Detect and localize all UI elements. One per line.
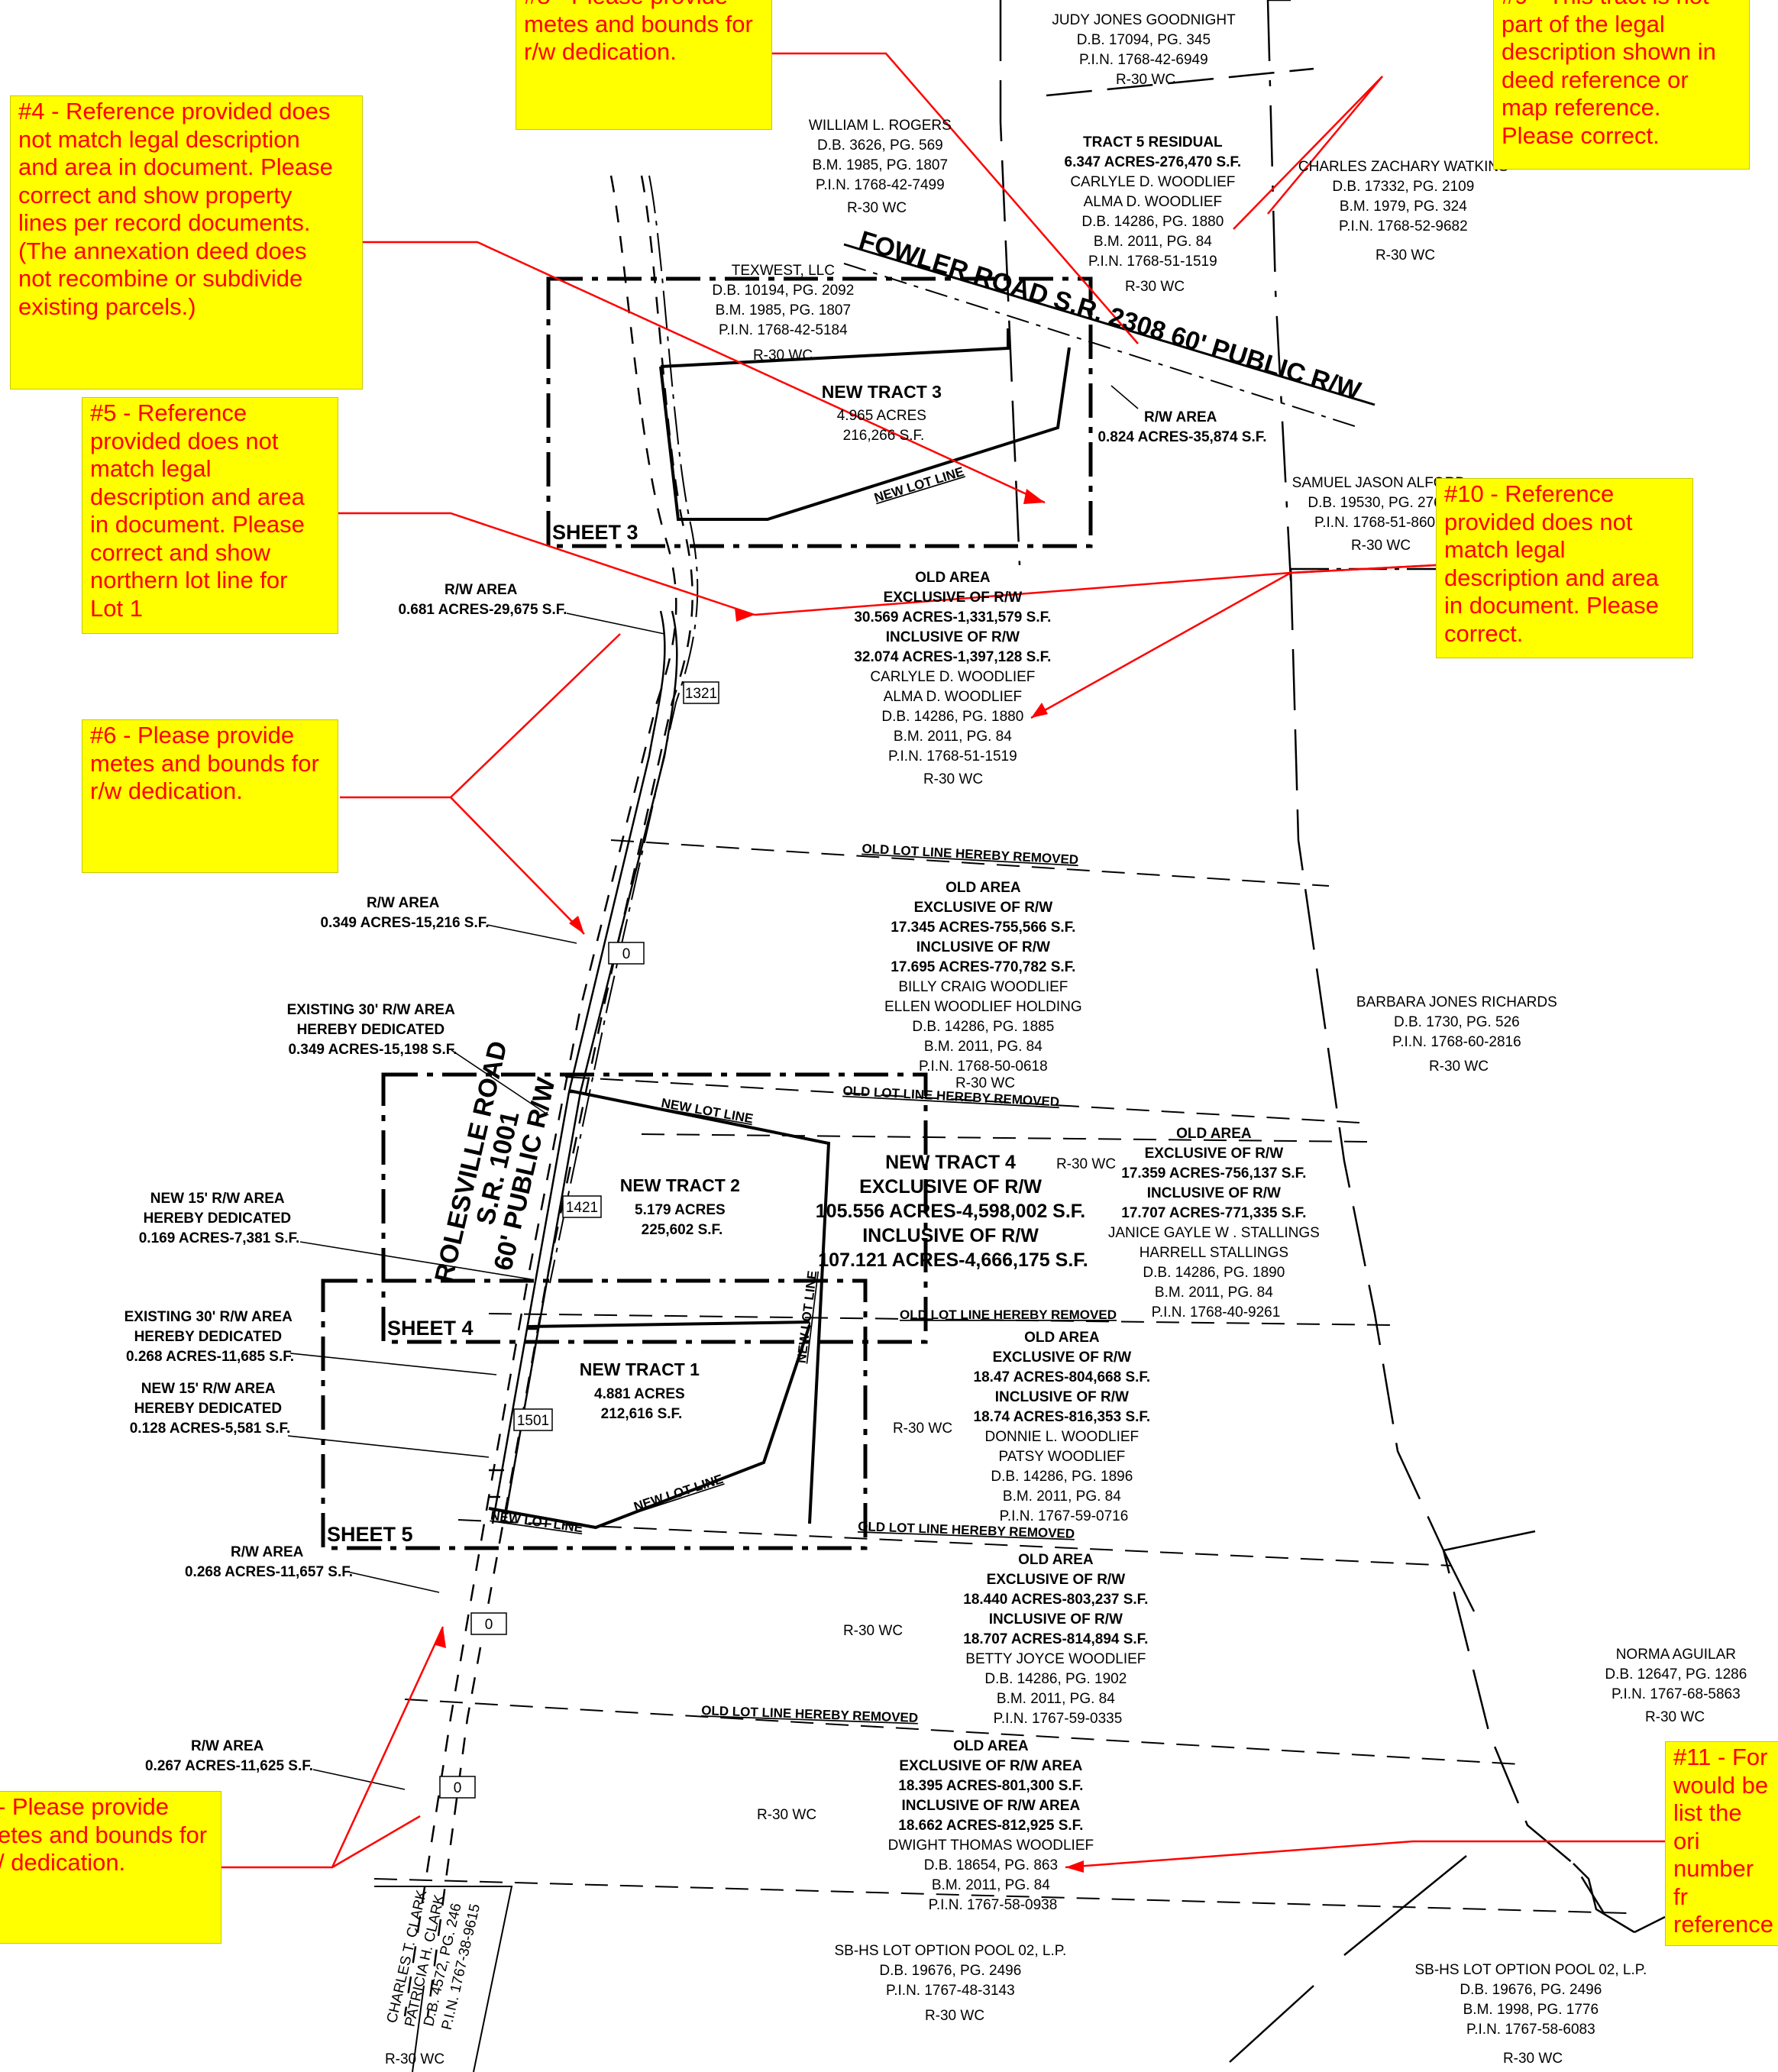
route-number-boxes [439,681,719,1799]
route-box-0-b: 0 [485,1617,493,1633]
rw-area-3: R/W AREA 0.268 ACRES-11,657 S.F. [185,1544,353,1580]
old-area-woodlief-4: OLD AREA EXCLUSIVE OF R/W 18.47 ACRES-80… [974,1330,1155,1524]
area-5-zoning: R-30 WC [843,1623,903,1639]
clark-zoning: R-30 WC [385,2051,444,2067]
fowler-road-lines [843,67,1376,428]
new-lot-line-label: NEW LOT LINE [490,1508,584,1536]
sheet-4-label: SHEET 4 [387,1317,474,1340]
owner-texwest: TEXWEST, LLC D.B. 10194, PG. 2092 B.M. 1… [712,263,858,364]
new-tract-4: NEW TRACT 4 EXCLUSIVE OF R/W 105.556 ACR… [816,1152,1091,1271]
sheet-5-label: SHEET 5 [327,1523,413,1546]
new-lot-line-label: NEW LOT LINE [632,1472,725,1514]
owner-samuel-alford: SAMUEL JASON ALFORD D.B. 19530, PG. 2760… [1292,475,1470,554]
east-boundary-lines [999,0,1666,2063]
new-15-rw-area-1: NEW 15' R/W AREA HEREBY DEDICATED 0.169 … [139,1191,300,1246]
sheet-boxes [321,276,1093,1550]
owner-norma-aguilar: NORMA AGUILAR D.B. 12647, PG. 1286 P.I.N… [1605,1647,1751,1725]
review-note-4: #4 - Reference provided does not match l… [10,95,363,390]
fowler-road-label: FOWLER ROAD S.R. 2308 60' PUBLIC R/W [855,225,1364,406]
old-area-woodlief-6: OLD AREA EXCLUSIVE OF R/W AREA 18.395 AC… [888,1738,1098,1913]
review-note-11: #11 - For would be list the ori number f… [1665,1741,1778,1946]
old-area-woodlief-5: OLD AREA EXCLUSIVE OF R/W 18.440 ACRES-8… [963,1552,1152,1727]
existing-rw-area-2: EXISTING 30' R/W AREA HEREBY DEDICATED 0… [124,1309,296,1365]
old-lot-line-removed-label: OLD LOT LINE HEREBY REMOVED [842,1084,1060,1110]
route-box-1501: 1501 [517,1413,549,1429]
sheet-3-label: SHEET 3 [552,521,638,544]
new-lot-line-label: NEW LOT LINE [660,1096,754,1127]
new-tract-1: NEW TRACT 1 4.881 ACRES 212,616 S.F. [580,1359,703,1422]
area-6-zoning: R-30 WC [757,1807,816,1823]
fowler-rw-area: R/W AREA 0.824 ACRES-35,874 S.F. [1098,409,1266,445]
rolesville-road-lines [403,175,699,2017]
owner-william-rogers: WILLIAM L. ROGERS D.B. 3626, PG. 569 B.M… [809,118,955,216]
old-lot-line-removed-label: OLD LOT LINE HEREBY REMOVED [701,1703,918,1725]
new-tract-2: NEW TRACT 2 5.179 ACRES 225,602 S.F. [620,1175,744,1238]
review-note-7: - Please provide etes and bounds for / d… [0,1791,221,1944]
route-box-1321: 1321 [685,686,717,702]
tract-5-residual: TRACT 5 RESIDUAL 6.347 ACRES-276,470 S.F… [1065,134,1246,295]
clark-parcel-lines [374,1886,513,2072]
old-lot-line-removed-label: OLD LOT LINE HEREBY REMOVED [900,1308,1117,1322]
review-note-9: #9 - This tract is not part of the legal… [1493,0,1750,170]
tract-1-zoning: R-30 WC [893,1421,952,1437]
old-area-woodlief-1: OLD AREA EXCLUSIVE OF R/W 30.569 ACRES-1… [854,570,1055,787]
review-note-10: #10 - Reference provided does not match … [1436,478,1693,658]
leader-lines [287,385,1139,1790]
new-lot-line-label: NEW LOT LINE [794,1270,820,1364]
owner-sbhs-2: SB-HS LOT OPTION POOL 02, L.P. D.B. 1967… [1414,1962,1650,2067]
tract-4-zoning: R-30 WC [1056,1156,1116,1172]
new-tract-boundaries [488,328,1071,1530]
review-note-5: #5 - Reference provided does not match l… [82,397,338,634]
new-tract-3: NEW TRACT 3 4.965 ACRES 216,266 S.F. [822,382,946,444]
new-15-rw-area-2: NEW 15' R/W AREA HEREBY DEDICATED 0.128 … [130,1381,291,1437]
owner-judy-goodnight: JUDY JONES GOODNIGHT D.B. 17094, PG. 345… [1052,12,1239,88]
review-arrows [221,52,1665,1869]
old-area-stallings: OLD AREA EXCLUSIVE OF R/W 17.359 ACRES-7… [1108,1126,1324,1320]
owner-charles-watkins: CHARLES ZACHARY WATKINS D.B. 17332, PG. … [1298,159,1512,263]
review-note-8: #8 - Please provide metes and bounds for… [516,0,772,130]
old-area-woodlief-2: OLD AREA EXCLUSIVE OF R/W 17.345 ACRES-7… [884,880,1086,1091]
rw-area-4: R/W AREA 0.267 ACRES-11,625 S.F. [145,1738,313,1774]
existing-rw-area-1: EXISTING 30' R/W AREA HEREBY DEDICATED 0… [287,1002,459,1058]
owner-sbhs-1: SB-HS LOT OPTION POOL 02, L.P. D.B. 1967… [834,1943,1070,2024]
rw-area-1: R/W AREA 0.681 ACRES-29,675 S.F. [398,582,567,618]
owner-barbara-richards: BARBARA JONES RICHARDS D.B. 1730, PG. 52… [1356,994,1561,1075]
review-arrowheads [435,489,1084,1873]
owner-clark: CHARLES T. CLARK PATRICIA H. CLARK D.B. … [384,1885,485,2038]
route-box-1421: 1421 [566,1200,598,1216]
rw-area-2: R/W AREA 0.349 ACRES-15,216 S.F. [320,895,489,931]
old-lot-lines [373,839,1628,1914]
route-box-0-a: 0 [622,946,631,962]
review-note-6: #6 - Please provide metes and bounds for… [82,719,338,873]
route-box-0-c: 0 [454,1780,462,1796]
